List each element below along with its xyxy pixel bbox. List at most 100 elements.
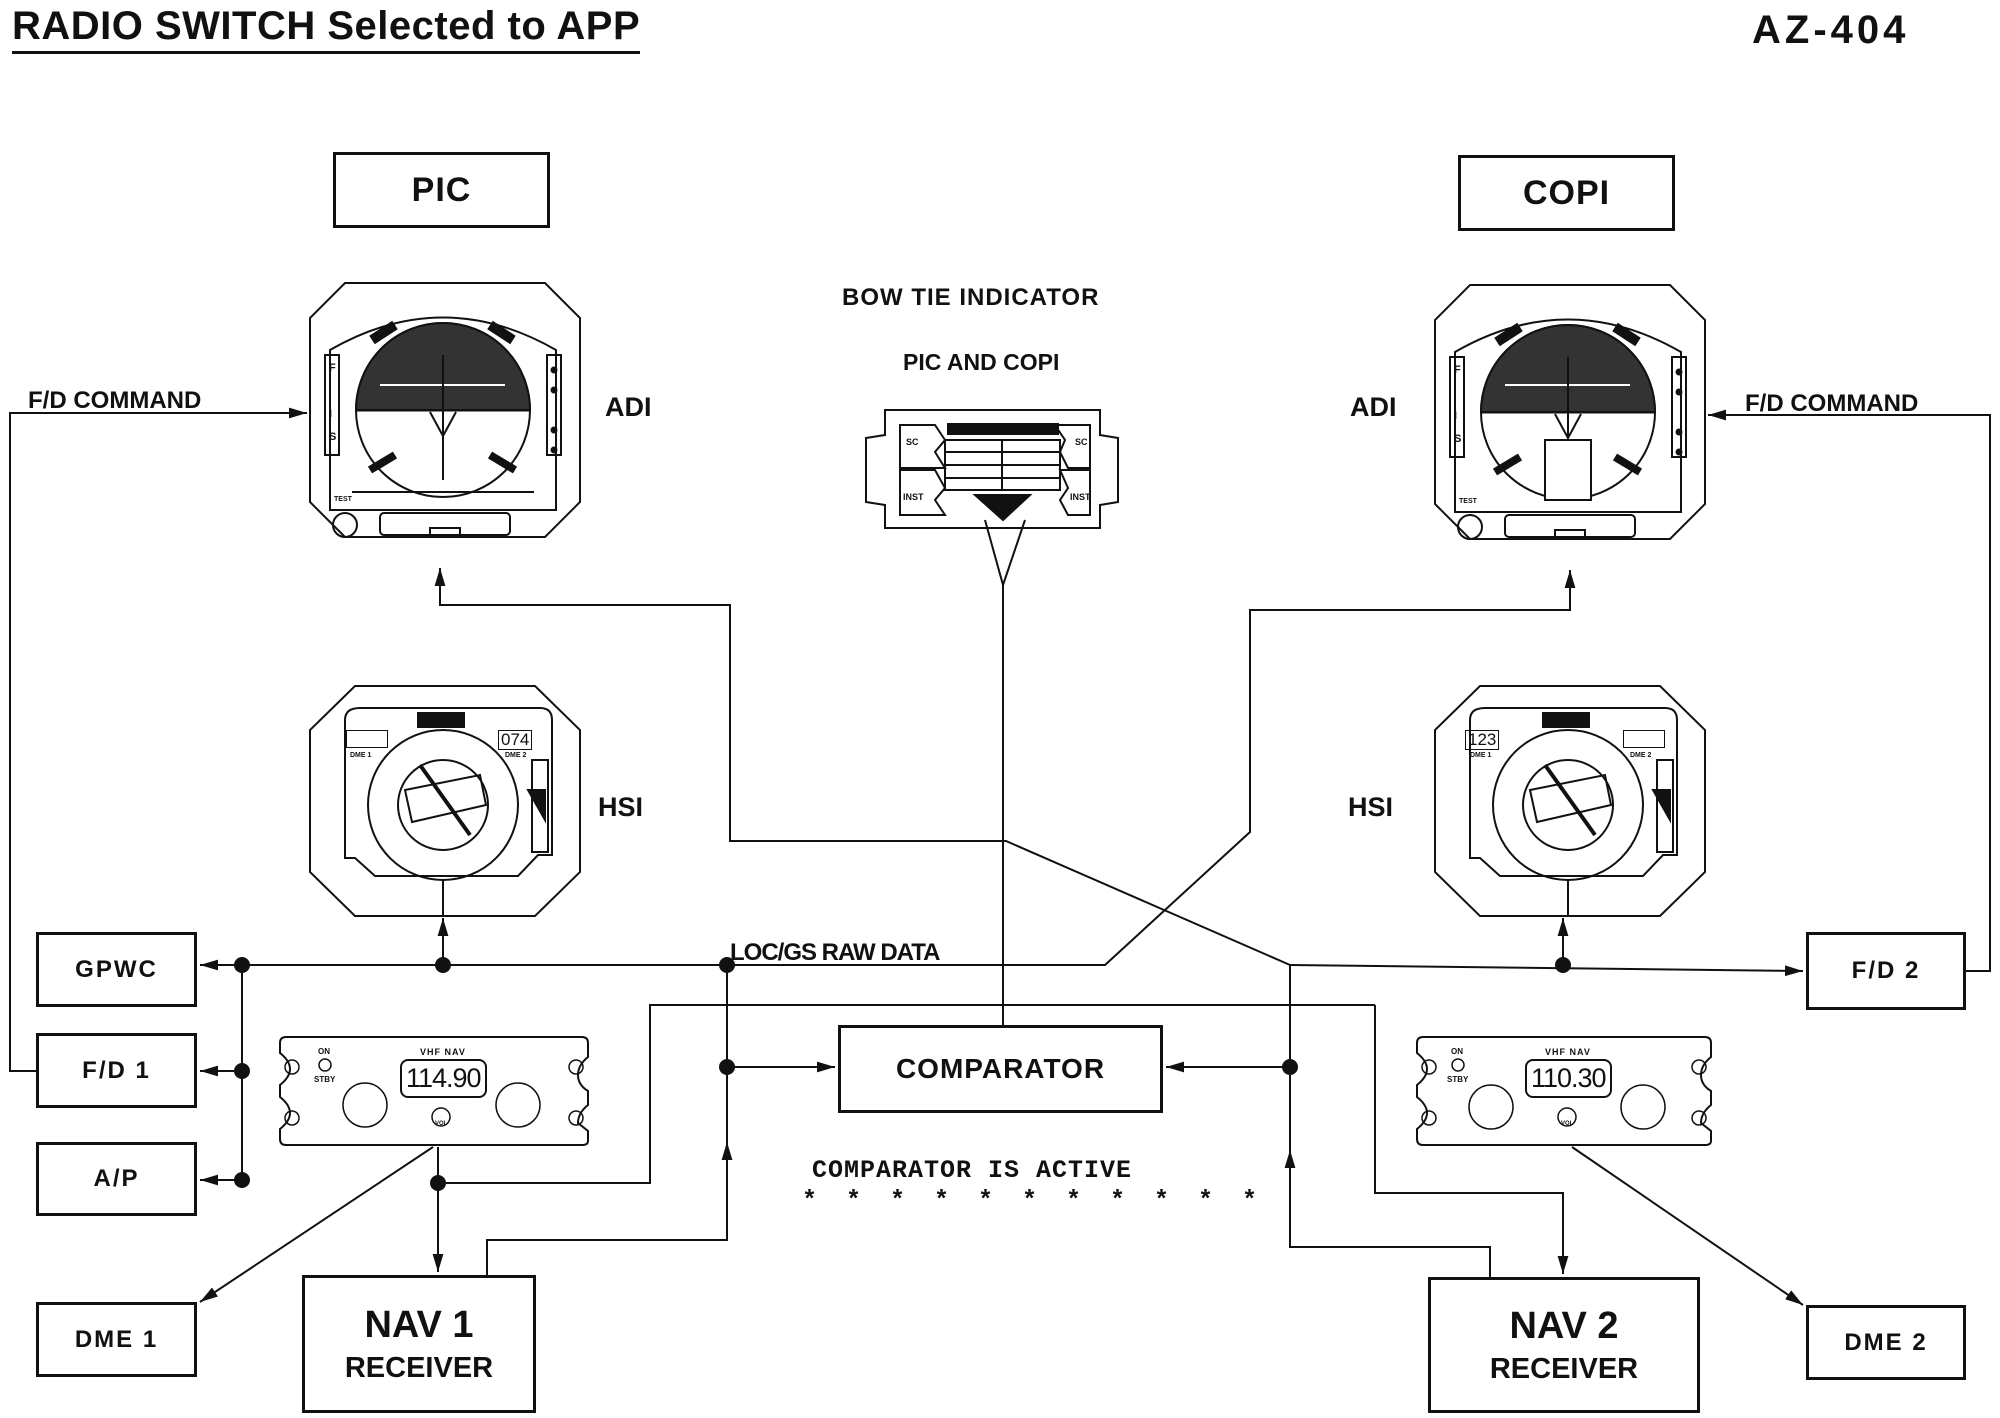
vhf2-vol-label: VOL [1561, 1121, 1574, 1127]
vhf2-to-dme2 [1571, 1146, 1804, 1306]
adi-mode-s: S [329, 431, 337, 443]
adi-left-instrument [309, 282, 581, 538]
junction-dot [234, 957, 250, 973]
adi-mode-i: I [1454, 410, 1458, 422]
hsi-left-label: HSI [598, 792, 644, 822]
vhf1-to-dme1 [199, 1146, 434, 1303]
adi-mode-s: S [1454, 433, 1462, 445]
vol-knob [1557, 1107, 1577, 1127]
bow-tie-right-sc: SC [1075, 437, 1088, 447]
ap-block: A/P [36, 1142, 197, 1216]
gpwc-block: GPWC [36, 932, 197, 1007]
power-switch [1451, 1058, 1465, 1072]
bow-tie-title: BOW TIE INDICATOR [842, 284, 1100, 311]
junction-dot [234, 1172, 250, 1188]
hsi-right-dme2-blank [1623, 730, 1665, 748]
adi-right-label: ADI [1350, 392, 1397, 422]
hsi-right-label: HSI [1348, 792, 1394, 822]
fd2-block: F/D 2 [1806, 932, 1966, 1010]
bow-tie-subtitle: PIC AND COPI [903, 349, 1060, 375]
hsi-right-instrument [1434, 685, 1706, 917]
adi-right-instrument [1434, 284, 1706, 540]
loc-gs-bus [242, 570, 1576, 966]
pic-label: PIC [411, 170, 472, 209]
vhf1-vol-label: VOL [435, 1121, 448, 1127]
fd1-label: F/D 1 [82, 1056, 151, 1084]
copi-label: COPI [1522, 173, 1611, 212]
bow-tie-left-inst: INST [903, 492, 924, 502]
adi-left-test-label: TEST [334, 496, 352, 503]
vhf2-stby-label: STBY [1447, 1075, 1469, 1084]
comparator-status-message: COMPARATOR IS ACTIVE [812, 1156, 1133, 1185]
comparator-block: COMPARATOR [838, 1025, 1163, 1113]
adi-right-test-label: TEST [1459, 498, 1477, 505]
hsi-left-instrument [309, 685, 581, 917]
vhf1-on-label: ON [318, 1047, 330, 1056]
adi-left-label: ADI [605, 392, 652, 422]
ap-label: A/P [93, 1165, 140, 1192]
adi-left-cross-line [439, 570, 1291, 966]
document-id: AZ-404 [1752, 8, 1910, 52]
dme1-label: DME 1 [74, 1325, 159, 1353]
vhf1-header: VHF NAV [420, 1047, 466, 1057]
nav2-subtitle: RECEIVER [1489, 1352, 1639, 1385]
hsi-right-dme1-readout: 123 [1465, 730, 1500, 750]
junction-dot [719, 1059, 735, 1075]
power-switch [318, 1058, 332, 1072]
hsi-left-dme2-value: 074 [498, 730, 533, 750]
hsi-right-dme1-label: DME 1 [1470, 752, 1492, 759]
junction-dot [430, 1175, 446, 1191]
nav1-receiver-block: NAV 1 RECEIVER [302, 1275, 536, 1413]
nav1-subtitle: RECEIVER [344, 1351, 494, 1384]
hsi-right-dme2-label: DME 2 [1630, 752, 1652, 759]
bus-to-fd2 [1289, 964, 1804, 977]
comparator-status-stars: * * * * * * * * * * * [802, 1186, 1265, 1215]
vhf-nav-2-panel: ON STBY VHF NAV 110.30 VOL [1415, 1035, 1713, 1147]
nav1-title: NAV 1 [364, 1304, 474, 1347]
dme2-label: DME 2 [1844, 1328, 1928, 1356]
copi-box: COPI [1458, 155, 1675, 231]
fd2-label: F/D 2 [1851, 957, 1921, 984]
fd-command-right-line [1708, 409, 1991, 972]
adi-right-mode-buttons: F I S [1454, 359, 1461, 451]
comparator-to-bowtie [984, 519, 1026, 1025]
comp-right-vertical [1289, 965, 1491, 1277]
vhf-nav-1-panel: ON STBY VHF NAV 114.90 VOL [278, 1035, 590, 1147]
bow-tie-left-sc: SC [906, 437, 919, 447]
fd1-block: F/D 1 [36, 1033, 197, 1108]
junction-dot [234, 1063, 250, 1079]
junction-dot [1555, 957, 1571, 973]
hsi-left-dme1-label: DME 1 [350, 752, 372, 759]
comp-left-vertical [486, 965, 728, 1275]
fd-command-left-label: F/D COMMAND [28, 387, 202, 414]
fd-command-left-line [9, 407, 307, 1072]
vol-knob [431, 1107, 451, 1127]
nav2-output-line [1374, 1005, 1569, 1274]
loc-gs-raw-data-label: LOC/GS RAW DATA [730, 939, 940, 966]
vhf2-header: VHF NAV [1545, 1047, 1591, 1057]
left-tuning-knob [1468, 1084, 1514, 1130]
dme2-block: DME 2 [1806, 1305, 1966, 1380]
adi-mode-i: I [329, 408, 333, 420]
vhf2-frequency-display: 110.30 [1525, 1059, 1612, 1098]
junction-dot [719, 957, 735, 973]
vhf1-stby-label: STBY [314, 1075, 336, 1084]
nav2-receiver-block: NAV 2 RECEIVER [1428, 1277, 1700, 1413]
hsi-left-dme1-blank [346, 730, 388, 748]
bow-tie-right-inst: INST [1070, 492, 1091, 502]
hsi-left-dme2-label: DME 2 [505, 752, 527, 759]
junction-dot [435, 957, 451, 973]
vhf2-on-label: ON [1451, 1047, 1463, 1056]
right-tuning-knob [1620, 1084, 1666, 1130]
bow-tie-indicator [865, 409, 1119, 529]
right-tuning-knob [495, 1082, 541, 1128]
adi-left-mode-buttons: F I S [329, 357, 336, 449]
junction-dot [1282, 1059, 1298, 1075]
vhf1-frequency-display: 114.90 [400, 1059, 487, 1098]
hsi-right-dme1-value: 123 [1465, 730, 1500, 750]
comparator-label: COMPARATOR [895, 1053, 1106, 1084]
dme1-block: DME 1 [36, 1302, 197, 1377]
adi-mode-f: F [329, 362, 336, 374]
pic-box: PIC [333, 152, 550, 228]
